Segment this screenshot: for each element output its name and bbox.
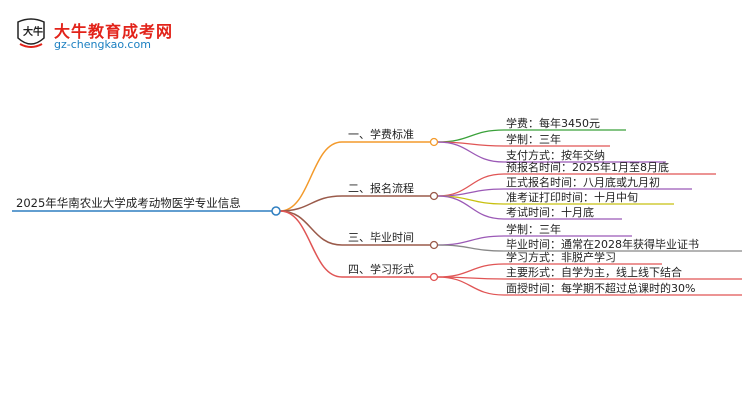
site-logo[interactable]: 大牛 大牛教育成考网 gz-chengkao.com	[14, 14, 184, 54]
branch-node-dot-4[interactable]	[429, 272, 439, 282]
leaf-label-2-1: 预报名时间：2025年1月至8月底	[506, 160, 669, 174]
leaf-label-3-2: 毕业时间：通常在2028年获得毕业证书	[506, 237, 699, 251]
logo-title: 大牛教育成考网	[54, 22, 174, 41]
leaf-edge-1-1	[437, 129, 505, 143]
branch-edge-1	[279, 141, 343, 212]
leaf-label-2-2: 正式报名时间：八月底或九月初	[506, 175, 660, 189]
logo-url[interactable]: gz-chengkao.com	[54, 38, 151, 51]
leaf-label-1-3: 支付方式：按年交纳	[506, 148, 605, 162]
leaf-edge-1-3	[437, 141, 505, 163]
root-label: 2025年华南农业大学成考动物医学专业信息	[16, 196, 241, 210]
leaf-label-4-1: 学习方式：非脱产学习	[506, 250, 616, 264]
leaf-edge-3-2	[437, 244, 505, 252]
leaf-edge-4-1	[437, 263, 505, 278]
leaf-label-4-2: 主要形式：自学为主，线上线下结合	[506, 265, 682, 279]
leaf-edge-3-1	[437, 235, 505, 246]
branch-label-3: 三、毕业时间	[348, 231, 414, 244]
branch-label-4: 四、学习形式	[348, 262, 414, 276]
leaf-label-2-4: 考试时间：十月底	[506, 205, 594, 219]
leaf-edge-4-3	[437, 276, 505, 296]
branch-node-dot-2[interactable]	[429, 191, 439, 201]
branch-label-2: 二、报名流程	[348, 181, 414, 195]
branch-edge-2	[279, 195, 343, 212]
leaf-label-3-1: 学制：三年	[506, 222, 561, 236]
leaf-label-1-1: 学费：每年3450元	[506, 116, 600, 130]
leaf-label-4-3: 面授时间：每学期不超过总课时的30%	[506, 281, 695, 295]
leaf-label-2-3: 准考证打印时间：十月中旬	[506, 190, 638, 204]
leaf-edge-2-4	[437, 195, 505, 220]
logo-badge-text: 大牛	[23, 25, 43, 38]
branch-node-dot-1[interactable]	[429, 137, 439, 147]
branch-edge-3	[279, 210, 343, 246]
branch-label-1: 一、学费标准	[348, 127, 414, 141]
leaf-label-1-2: 学制：三年	[506, 132, 561, 146]
root-node-dot[interactable]	[271, 206, 281, 216]
logo-badge-icon: 大牛	[17, 18, 45, 48]
branch-edge-4	[279, 210, 343, 278]
branch-node-dot-3[interactable]	[429, 240, 439, 250]
